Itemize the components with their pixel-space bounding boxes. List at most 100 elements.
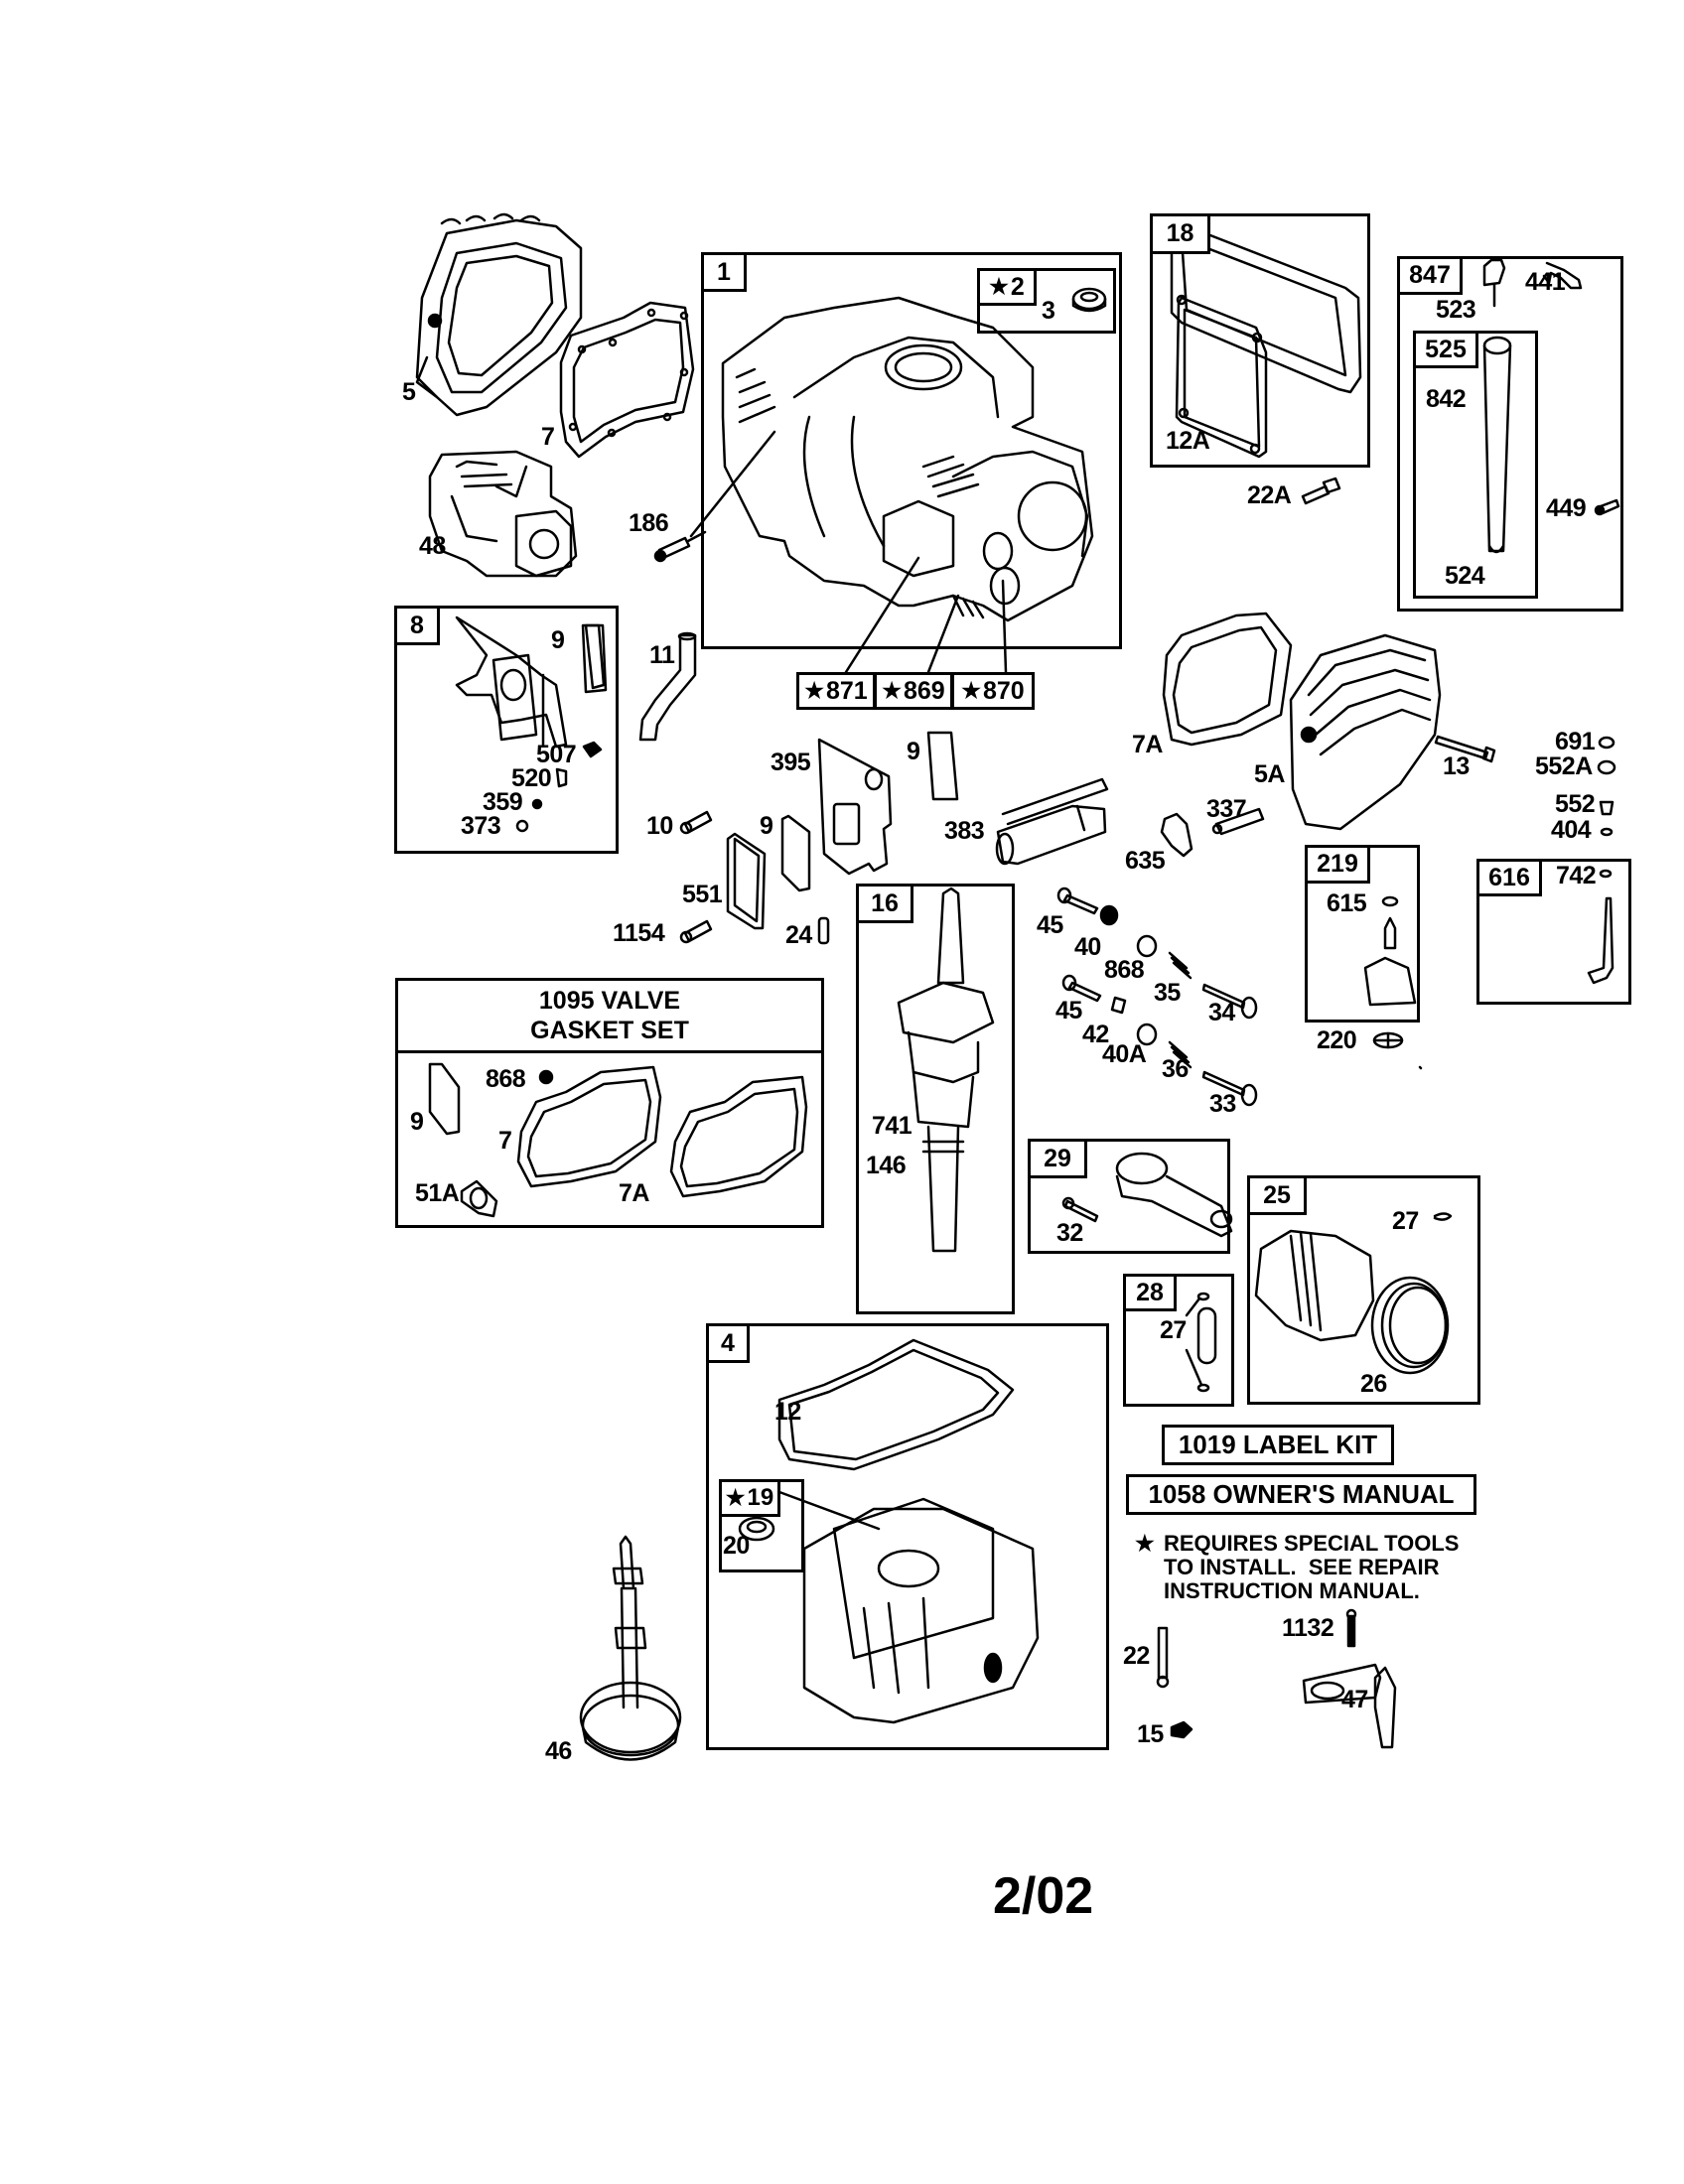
callout-373: 373 xyxy=(461,812,501,840)
group-219-label: 219 xyxy=(1317,850,1358,878)
callout-524: 524 xyxy=(1445,562,1485,590)
callout-33: 33 xyxy=(1209,1090,1236,1118)
callout-32: 32 xyxy=(1056,1219,1083,1247)
callout-741: 741 xyxy=(872,1112,912,1140)
part-25-piston-drawing xyxy=(1254,1212,1453,1375)
callout-383: 383 xyxy=(944,817,985,845)
group-1095-title-line2: GASKET SET xyxy=(530,1017,689,1044)
callout-36: 36 xyxy=(1162,1055,1189,1083)
part-22A-bolt-drawing xyxy=(1301,477,1341,505)
part-395-plate-drawing xyxy=(817,738,893,876)
part-13-bolt-drawing xyxy=(1434,735,1496,763)
part-20-seal-drawing xyxy=(738,1516,775,1542)
part-10-bolt-drawing xyxy=(679,810,713,835)
group-2-tag: 2 xyxy=(977,268,1037,306)
callout-27-pin: 27 xyxy=(1160,1316,1187,1344)
callout-3: 3 xyxy=(1042,297,1055,325)
part-47-bracket-drawing xyxy=(1302,1663,1397,1749)
part-7-gasket-drawing xyxy=(559,301,695,459)
callout-868-kit: 868 xyxy=(486,1065,526,1093)
callout-42: 42 xyxy=(1082,1021,1109,1048)
group-847-label: 847 xyxy=(1409,261,1451,289)
callout-146: 146 xyxy=(866,1152,907,1179)
part-48-engine-block-drawing xyxy=(428,450,578,578)
callout-9-kit: 9 xyxy=(410,1108,424,1136)
callout-868: 868 xyxy=(1104,956,1145,984)
group-28-tag: 28 xyxy=(1123,1274,1177,1311)
special-tools-star: ★ xyxy=(1135,1531,1155,1556)
group-28-box xyxy=(1123,1274,1234,1407)
callout-40: 40 xyxy=(1074,933,1101,961)
part-18-rocker-cover-drawing xyxy=(1170,221,1362,459)
owners-manual-box: 1058 OWNER'S MANUAL xyxy=(1126,1474,1476,1515)
group-18-tag: 18 xyxy=(1150,213,1210,254)
part-219-governor-drawing xyxy=(1363,895,1417,1049)
group-1-label: 1 xyxy=(717,257,731,286)
callout-34: 34 xyxy=(1208,999,1235,1026)
part-186-drawing xyxy=(653,530,707,563)
group-29-box xyxy=(1028,1139,1230,1254)
label-kit-text: 1019 LABEL KIT xyxy=(1178,1430,1378,1459)
callout-22: 22 xyxy=(1123,1642,1150,1670)
label-kit-box: 1019 LABEL KIT xyxy=(1162,1425,1394,1465)
callout-20: 20 xyxy=(723,1532,750,1560)
callout-12A: 12A xyxy=(1166,427,1210,455)
star-tag-870-label: 870 xyxy=(983,676,1025,705)
callout-523: 523 xyxy=(1436,296,1476,324)
part-5A-cylinder-head-drawing xyxy=(1289,633,1442,831)
callout-10: 10 xyxy=(646,812,673,840)
callout-186: 186 xyxy=(629,509,669,537)
valve-train-drawing xyxy=(1056,887,1258,1107)
group-4-box xyxy=(706,1323,1109,1750)
callout-337: 337 xyxy=(1206,795,1247,823)
group-16-tag: 16 xyxy=(856,884,913,923)
group-25-box xyxy=(1247,1175,1480,1405)
part-29-connecting-rod-drawing xyxy=(1061,1152,1233,1238)
group-1-box xyxy=(701,252,1122,649)
callout-520: 520 xyxy=(511,764,552,792)
part-847-dipstick-drawing xyxy=(1482,258,1583,554)
callout-5A: 5A xyxy=(1254,760,1285,788)
callout-7A-kit: 7A xyxy=(619,1179,649,1207)
group-1095-header: 1095 VALVE GASKET SET xyxy=(395,978,824,1053)
callout-24: 24 xyxy=(785,921,812,949)
part-337-spark-plug-drawing xyxy=(1211,807,1265,836)
group-525-tag: 525 xyxy=(1413,331,1478,368)
group-25-tag: 25 xyxy=(1247,1175,1307,1215)
part-383-muffler-drawing xyxy=(995,777,1109,866)
group-4-label: 4 xyxy=(721,1328,735,1357)
callout-47: 47 xyxy=(1341,1686,1368,1713)
part-9-gasket-drawing xyxy=(780,731,959,892)
group-219-tag: 219 xyxy=(1305,845,1370,884)
group-16-label: 16 xyxy=(871,888,899,917)
callout-441: 441 xyxy=(1525,268,1566,296)
callout-51A-kit: 51A xyxy=(415,1179,460,1207)
callout-552A: 552A xyxy=(1535,752,1593,780)
part-4-crankcase-cover-drawing xyxy=(777,1338,1040,1724)
group-29-label: 29 xyxy=(1044,1144,1071,1172)
callout-842: 842 xyxy=(1426,385,1467,413)
callout-11: 11 xyxy=(649,641,675,669)
part-1154-bolt-drawing xyxy=(679,919,713,944)
callout-7-kit: 7 xyxy=(498,1127,512,1155)
group-19-label: 19 xyxy=(747,1484,774,1511)
callout-449: 449 xyxy=(1546,494,1587,522)
part-28-piston-pin-drawing xyxy=(1185,1292,1217,1393)
callout-404: 404 xyxy=(1551,816,1592,844)
star-tag-869-label: 869 xyxy=(904,676,945,705)
group-8-tag: 8 xyxy=(394,606,440,645)
part-616-governor-shaft-drawing xyxy=(1587,869,1614,985)
group-616-tag: 616 xyxy=(1476,859,1542,896)
date-code: 2/02 xyxy=(993,1867,1094,1925)
group-1-tag: 1 xyxy=(701,252,747,292)
group-2-label: 2 xyxy=(1010,272,1025,301)
group-16-box xyxy=(856,884,1015,1314)
group-616-label: 616 xyxy=(1488,863,1530,891)
callout-635: 635 xyxy=(1125,847,1166,875)
callout-48: 48 xyxy=(419,532,446,560)
part-7A-gasket-drawing xyxy=(1162,612,1293,747)
callout-395: 395 xyxy=(771,749,811,776)
callout-9-lower: 9 xyxy=(760,812,773,840)
owners-manual-text: 1058 OWNER'S MANUAL xyxy=(1148,1479,1455,1509)
group-847-box xyxy=(1397,256,1623,612)
